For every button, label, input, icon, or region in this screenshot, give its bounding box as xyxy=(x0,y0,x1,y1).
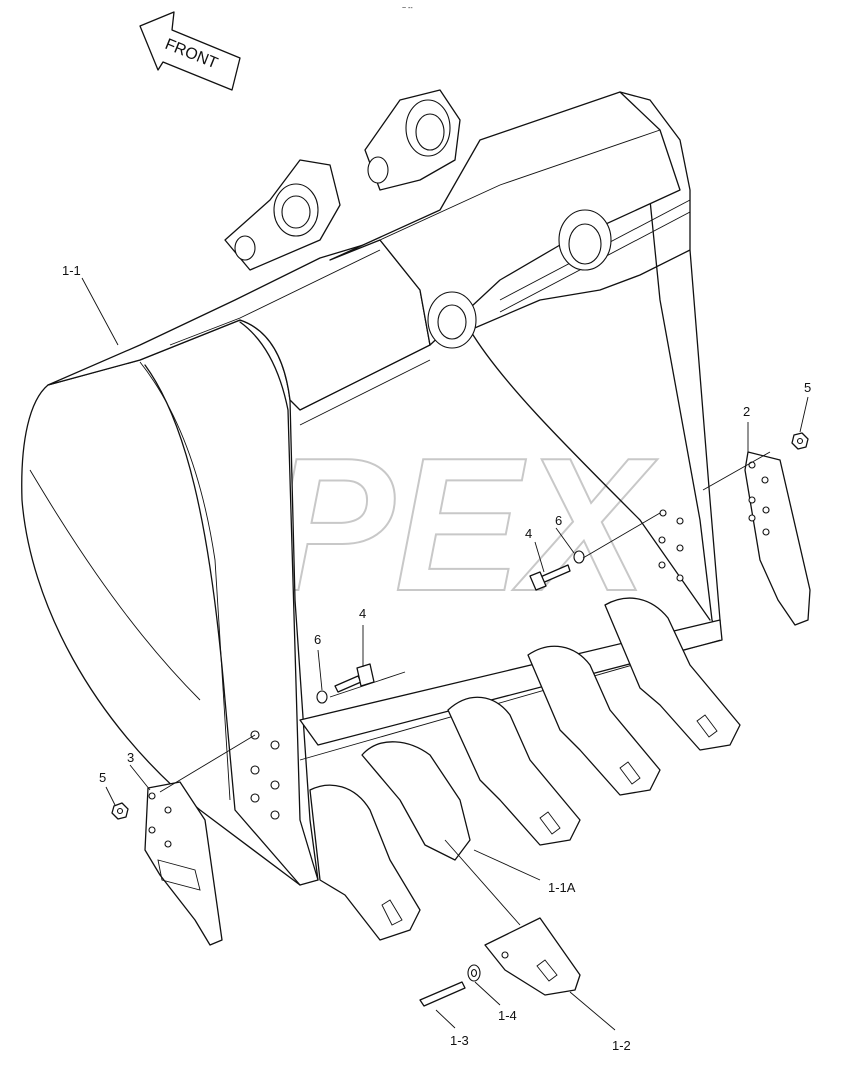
callout-1-3: 1-3 xyxy=(450,1033,469,1048)
nut-5-right xyxy=(791,432,809,450)
callout-4-left: 4 xyxy=(359,606,366,621)
lock-1-4 xyxy=(467,964,481,982)
bolt-4-right xyxy=(529,564,571,591)
callout-1-4: 1-4 xyxy=(498,1008,517,1023)
tooth-1 xyxy=(309,784,421,941)
callout-5-left: 5 xyxy=(99,770,106,785)
tooth-point-1-2 xyxy=(484,917,581,996)
nut-5-left xyxy=(111,802,129,820)
leader-lines xyxy=(81,277,809,1031)
bucket-body xyxy=(21,89,723,886)
left-side-holes xyxy=(250,730,280,820)
callout-3: 3 xyxy=(127,750,134,765)
callout-labels: 1-1 1-1A 1-2 1-3 1-4 2 3 4 4 5 5 6 6 xyxy=(62,263,811,1053)
callout-2: 2 xyxy=(743,404,750,419)
pin-1-3 xyxy=(419,981,466,1007)
svg-text:~ --: ~ -- xyxy=(402,5,413,12)
tooth-2 xyxy=(361,741,471,861)
tooth-5 xyxy=(604,597,741,751)
callout-6-left: 6 xyxy=(314,632,321,647)
washer-6-left xyxy=(316,690,328,704)
side-cutter-3 xyxy=(144,781,223,946)
tooth-4 xyxy=(527,645,661,796)
bucket-teeth xyxy=(309,597,741,941)
bolt-4-left xyxy=(334,663,375,693)
callout-4-right: 4 xyxy=(525,526,532,541)
callout-5-right: 5 xyxy=(804,380,811,395)
side-cutter-2 xyxy=(744,451,811,626)
right-side-holes xyxy=(658,509,684,582)
front-arrow: FRONT xyxy=(139,11,241,91)
callout-1-1: 1-1 xyxy=(62,263,81,278)
callout-1-1a: 1-1A xyxy=(548,880,576,895)
tooth-3 xyxy=(447,696,581,846)
callout-1-2: 1-2 xyxy=(612,1038,631,1053)
washer-6-right xyxy=(573,550,585,564)
callout-6-right: 6 xyxy=(555,513,562,528)
